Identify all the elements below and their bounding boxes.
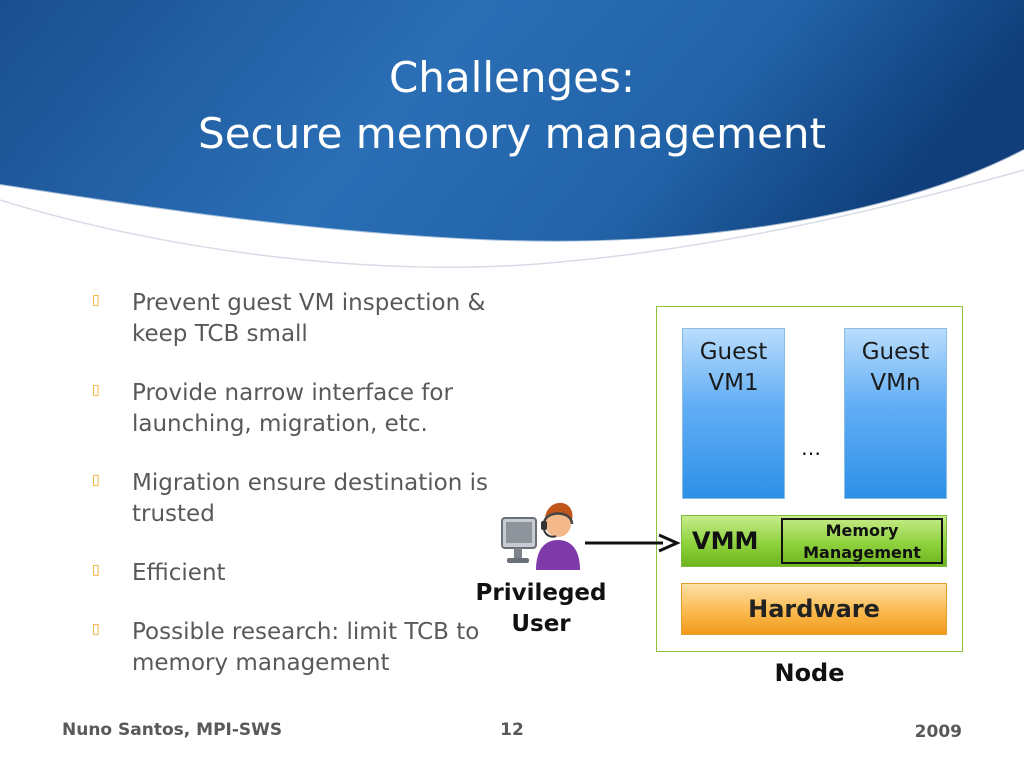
bullet-list: ▯ Prevent guest VM inspection & keep TCB… bbox=[92, 288, 492, 707]
vmm-block bbox=[681, 515, 947, 567]
bullet-text: Efficient bbox=[132, 560, 226, 586]
privileged-user-line1: Privileged bbox=[475, 580, 607, 606]
privileged-user-label: Privileged User bbox=[470, 578, 612, 640]
footer-year: 2009 bbox=[914, 722, 962, 742]
bullet-text: Prevent guest VM inspection & keep TCB s… bbox=[132, 290, 486, 347]
bullet-marker-icon: ▯ bbox=[92, 621, 100, 637]
hardware-block: Hardware bbox=[681, 583, 947, 635]
bullet-item: ▯ Migration ensure destination is truste… bbox=[92, 468, 492, 530]
bullet-item: ▯ Prevent guest VM inspection & keep TCB… bbox=[92, 288, 492, 350]
title-line-2: Secure memory management bbox=[198, 109, 826, 158]
vm-ellipsis: … bbox=[801, 436, 821, 460]
bullet-marker-icon: ▯ bbox=[92, 292, 100, 308]
bullet-marker-icon: ▯ bbox=[92, 562, 100, 578]
bullet-item: ▯ Possible research: limit TCB to memory… bbox=[92, 617, 492, 679]
memory-management-line1: Memory bbox=[825, 521, 899, 540]
bullet-item: ▯ Efficient bbox=[92, 558, 492, 589]
bullet-text: Migration ensure destination is trusted bbox=[132, 470, 489, 527]
memory-management-block: Memory Management bbox=[781, 518, 943, 564]
guest-vmn-label-line2: VMn bbox=[870, 370, 921, 396]
bullet-text: Possible research: limit TCB to memory m… bbox=[132, 619, 480, 676]
user-to-vmm-arrow bbox=[585, 533, 681, 553]
guest-vm1-block: Guest VM1 bbox=[682, 328, 785, 499]
footer-page-number: 12 bbox=[500, 720, 524, 740]
privileged-user-line2: User bbox=[511, 611, 571, 637]
node-container bbox=[656, 306, 963, 652]
bullet-marker-icon: ▯ bbox=[92, 472, 100, 488]
title-line-1: Challenges: bbox=[388, 53, 635, 102]
guest-vm1-label-line1: Guest bbox=[699, 339, 768, 365]
slide-title: Challenges: Secure memory management bbox=[0, 50, 1024, 162]
guest-vmn-block: Guest VMn bbox=[844, 328, 947, 499]
footer-author: Nuno Santos, MPI-SWS bbox=[62, 720, 283, 740]
bullet-text: Provide narrow interface for launching, … bbox=[132, 380, 453, 437]
guest-vm1-label-line2: VM1 bbox=[708, 370, 759, 396]
node-label: Node bbox=[774, 659, 845, 687]
bullet-marker-icon: ▯ bbox=[92, 382, 100, 398]
privileged-user-icon bbox=[501, 502, 580, 570]
guest-vmn-label-line1: Guest bbox=[861, 339, 930, 365]
header-background bbox=[0, 0, 1024, 269]
bullet-item: ▯ Provide narrow interface for launching… bbox=[92, 378, 492, 440]
memory-management-line2: Management bbox=[803, 543, 921, 562]
vmm-label: VMM bbox=[692, 527, 759, 555]
